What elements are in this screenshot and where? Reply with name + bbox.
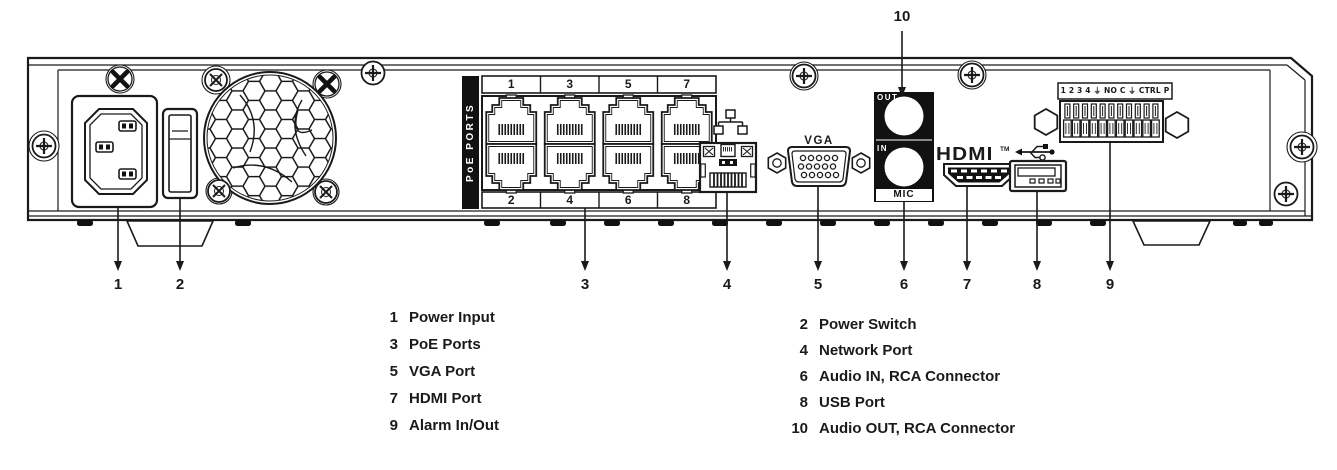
usb-port xyxy=(1008,159,1068,193)
legend-num: 6 xyxy=(799,368,808,385)
callout-7: 7 xyxy=(962,276,972,293)
fan-grille xyxy=(203,71,337,205)
legend-item: 1 Power Input xyxy=(368,309,495,326)
callout-8: 8 xyxy=(1032,276,1042,293)
poe-port-numbers-bottom: 2 4 6 8 xyxy=(482,192,716,208)
audio-out-label: OUT xyxy=(877,93,899,102)
hdmi-connector xyxy=(943,163,1015,187)
callout-5: 5 xyxy=(813,276,823,293)
callout-3: 3 xyxy=(580,276,590,293)
poe-number: 3 xyxy=(566,77,574,91)
legend-label: VGA Port xyxy=(409,363,476,380)
poe-number: 8 xyxy=(683,193,691,207)
callout-4: 4 xyxy=(722,276,732,293)
ethernet-icon xyxy=(713,109,748,135)
audio-rca-block xyxy=(874,92,934,202)
legend-item: 2 Power Switch xyxy=(770,316,917,333)
network-port xyxy=(698,141,758,194)
audio-mic-label: MIC xyxy=(893,189,915,200)
callout-9: 9 xyxy=(1105,276,1115,293)
legend-num: 8 xyxy=(799,394,808,411)
legend-item: 8 USB Port xyxy=(770,394,885,411)
legend-item: 4 Network Port xyxy=(770,342,913,359)
chassis-feet xyxy=(77,220,1273,247)
poe-section-label: PoE PORTS xyxy=(465,102,476,183)
hdmi-logo: HDMI TM xyxy=(936,145,1009,163)
legend-num: 10 xyxy=(791,420,808,437)
legend-num: 2 xyxy=(799,316,808,333)
vga-label: VGA xyxy=(804,135,834,147)
callout-10: 10 xyxy=(893,8,911,25)
hdmi-logo-text: HDMI xyxy=(936,144,994,164)
audio-in-label: IN xyxy=(877,144,888,153)
legend-label: USB Port xyxy=(819,394,885,411)
legend-item: 5 VGA Port xyxy=(368,363,475,380)
legend-label: Alarm In/Out xyxy=(409,417,500,434)
vga-connector xyxy=(767,146,871,187)
poe-number: 2 xyxy=(507,193,515,207)
poe-number: 5 xyxy=(624,77,632,91)
hdmi-tm-mark: TM xyxy=(1000,146,1010,153)
legend-item: 10 Audio OUT, RCA Connector xyxy=(770,420,1015,437)
legend-num: 7 xyxy=(389,390,398,407)
legend-label: Audio OUT, RCA Connector xyxy=(819,420,1016,437)
legend-label: HDMI Port xyxy=(409,390,482,407)
poe-number: 7 xyxy=(683,77,691,91)
callout-2: 2 xyxy=(175,276,185,293)
power-inlet xyxy=(70,94,159,209)
callout-6: 6 xyxy=(899,276,909,293)
legend-item: 9 Alarm In/Out xyxy=(368,417,499,434)
legend-num: 3 xyxy=(389,336,398,353)
legend-label: Network Port xyxy=(819,342,913,359)
poe-number: 1 xyxy=(507,77,515,91)
legend-num: 4 xyxy=(799,342,808,359)
legend-label: PoE Ports xyxy=(409,336,481,353)
legend-item: 3 PoE Ports xyxy=(368,336,481,353)
poe-ports-block xyxy=(462,75,717,209)
legend-label: Audio IN, RCA Connector xyxy=(819,368,1001,385)
poe-number: 6 xyxy=(624,193,632,207)
legend-label: Power Input xyxy=(409,309,495,326)
power-switch xyxy=(161,107,199,200)
legend-item: 7 HDMI Port xyxy=(368,390,482,407)
legend-num: 9 xyxy=(389,417,398,434)
legend-num: 1 xyxy=(389,309,398,326)
alarm-terminal-labels: 1 2 3 4 ⏚ NO C ⏚ CTRL P xyxy=(1060,86,1170,95)
callout-arrows xyxy=(114,31,1114,271)
legend-num: 5 xyxy=(389,363,398,380)
poe-number: 4 xyxy=(566,193,574,207)
legend-label: Power Switch xyxy=(819,316,917,333)
poe-port-numbers-top: 1 3 5 7 xyxy=(482,76,716,93)
alarm-terminal-block xyxy=(1033,82,1190,143)
callout-1: 1 xyxy=(113,276,123,293)
legend-item: 6 Audio IN, RCA Connector xyxy=(770,368,1000,385)
